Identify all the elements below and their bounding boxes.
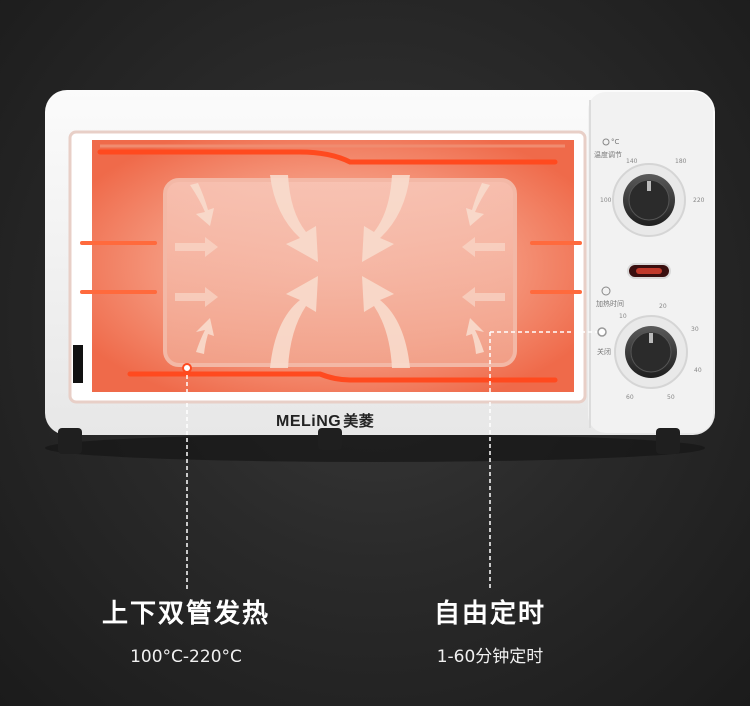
feature-timer: 自由定时 1-60分钟定时 [360,598,620,668]
timer-tick: 40 [694,367,702,374]
temp-tick: 100 [600,197,612,204]
bottom-heating-element [127,371,558,383]
baking-tray [163,178,517,367]
temperature-unit: °C [611,138,620,146]
feature-title: 上下双管发热 [101,599,270,629]
callout-dot-right [597,327,607,337]
timer-dial[interactable] [614,315,688,389]
brand-latin: MELiNG [276,413,342,430]
callout-dot-left [182,363,192,373]
timer-dial-label: 加热时间 [596,300,624,308]
timer-tick: 50 [667,394,675,401]
feature-subtitle: 1-60分钟定时 [436,647,544,667]
thermometer-icon [602,138,610,146]
feature-subtitle: 100°C-220°C [130,647,242,667]
oven-feet [58,428,680,454]
heat-flow-arrows [175,175,505,368]
side-rails [80,241,582,294]
feature-dual-heating: 上下双管发热 100°C-220°C [56,598,316,668]
brand-cn: 美菱 [343,412,375,430]
temp-tick: 140 [626,158,638,165]
temp-tick: 220 [693,197,705,204]
temperature-dial[interactable] [612,163,686,237]
temp-tick: 180 [675,158,687,165]
timer-tick: 10 [619,313,627,320]
callout-lines [186,331,602,590]
top-heating-element [97,149,558,165]
floor-shadow [45,434,705,462]
timer-tick: 30 [691,326,699,333]
timer-off-label: 关闭 [597,348,611,356]
clock-icon [601,286,611,296]
temperature-dial-label: 温度调节 [594,151,622,159]
timer-tick: 60 [626,394,634,401]
timer-tick: 20 [659,303,667,310]
feature-title: 自由定时 [433,599,546,629]
